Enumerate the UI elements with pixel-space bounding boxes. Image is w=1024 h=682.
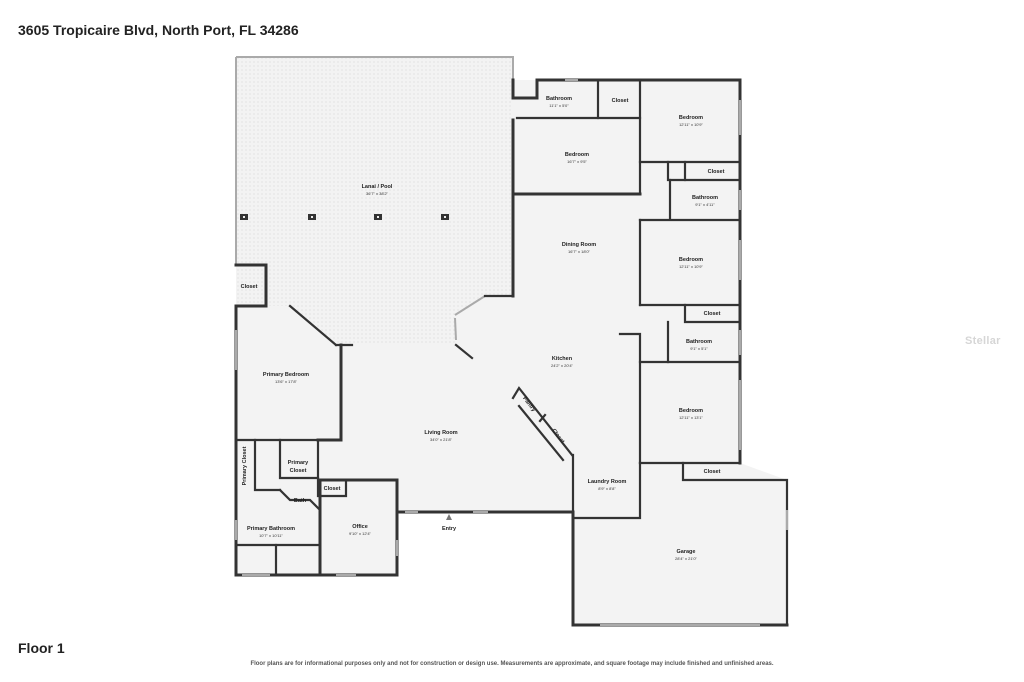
dining-dim: 16'7" x 18'0" [568, 249, 591, 254]
room-labels: Lanai / Pool 36'7" x 38'2" Bathroom 11'1… [241, 96, 725, 561]
bedroom-ne-dim: 12'11" x 10'9" [679, 122, 703, 127]
bedroom-e-label: Bedroom [679, 257, 703, 263]
primary-bedroom-dim: 13'6" x 17'8" [275, 379, 298, 384]
watermark: Stellar [965, 335, 1001, 347]
garage-dim: 28'4" x 21'0" [675, 556, 698, 561]
windows [235, 79, 788, 626]
laundry-dim: 8'9" x 8'8" [598, 486, 616, 491]
page-title: 3605 Tropicaire Blvd, North Port, FL 342… [18, 22, 299, 38]
closet-w-label: Closet [241, 284, 258, 290]
kitchen-label: Kitchen [552, 356, 573, 362]
entry-label: Entry [442, 526, 457, 532]
floor-label: Floor 1 [18, 640, 65, 656]
laundry-label: Laundry Room [588, 479, 627, 485]
closet-top-label: Closet [612, 98, 629, 104]
entry-arrow [446, 514, 452, 520]
bedroom-se-dim: 12'11" x 13'1" [679, 415, 703, 420]
primary-bedroom-label: Primary Bedroom [263, 372, 309, 378]
lanai-label: Lanai / Pool [362, 184, 393, 190]
office-dim: 9'10" x 12'4" [349, 531, 372, 536]
primary-closet-label-2: Closet [290, 468, 307, 474]
garage-label: Garage [677, 549, 696, 555]
bathroom-top-dim: 11'1" x 5'0" [549, 103, 569, 108]
bathroom-e2-label: Bathroom [686, 339, 712, 345]
primary-bathroom-label: Primary Bathroom [247, 526, 295, 532]
closet-e1-label: Closet [708, 169, 725, 175]
bedroom-n-label: Bedroom [565, 152, 589, 158]
bathroom-top-label: Bathroom [546, 96, 572, 102]
bedroom-se-label: Bedroom [679, 408, 703, 414]
closet-office-label: Closet [324, 486, 341, 492]
floor-fill [236, 57, 787, 625]
bedroom-n-dim: 16'7" x 9'5" [567, 159, 587, 164]
bath-label: Bath [294, 498, 307, 504]
house-floor [236, 80, 787, 625]
office-label: Office [352, 524, 368, 530]
walls [234, 78, 789, 627]
dining-label: Dining Room [562, 242, 596, 248]
closet-e3-label: Closet [704, 469, 721, 475]
bathroom-e2-dim: 9'1" x 5'1" [690, 346, 708, 351]
primary-closet-label-1: Primary [288, 460, 309, 466]
primary-closet-vertical-label: Primary Closet [242, 446, 248, 485]
closet-e2-label: Closet [704, 311, 721, 317]
living-label: Living Room [424, 430, 457, 436]
bedroom-e-dim: 12'11" x 10'9" [679, 264, 703, 269]
lanai-dim: 36'7" x 38'2" [366, 191, 389, 196]
lanai-posts [240, 214, 449, 220]
kitchen-dim: 24'2" x 20'4" [551, 363, 574, 368]
disclaimer-text: Floor plans are for informational purpos… [250, 661, 774, 667]
bathroom-e1-label: Bathroom [692, 195, 718, 201]
bathroom-e1-dim: 9'1" x 4'11" [695, 202, 715, 207]
living-dim: 34'0" x 21'8" [430, 437, 453, 442]
bedroom-ne-label: Bedroom [679, 115, 703, 121]
primary-bathroom-dim: 10'7" x 10'11" [259, 533, 283, 538]
lanai-floor [236, 57, 513, 345]
